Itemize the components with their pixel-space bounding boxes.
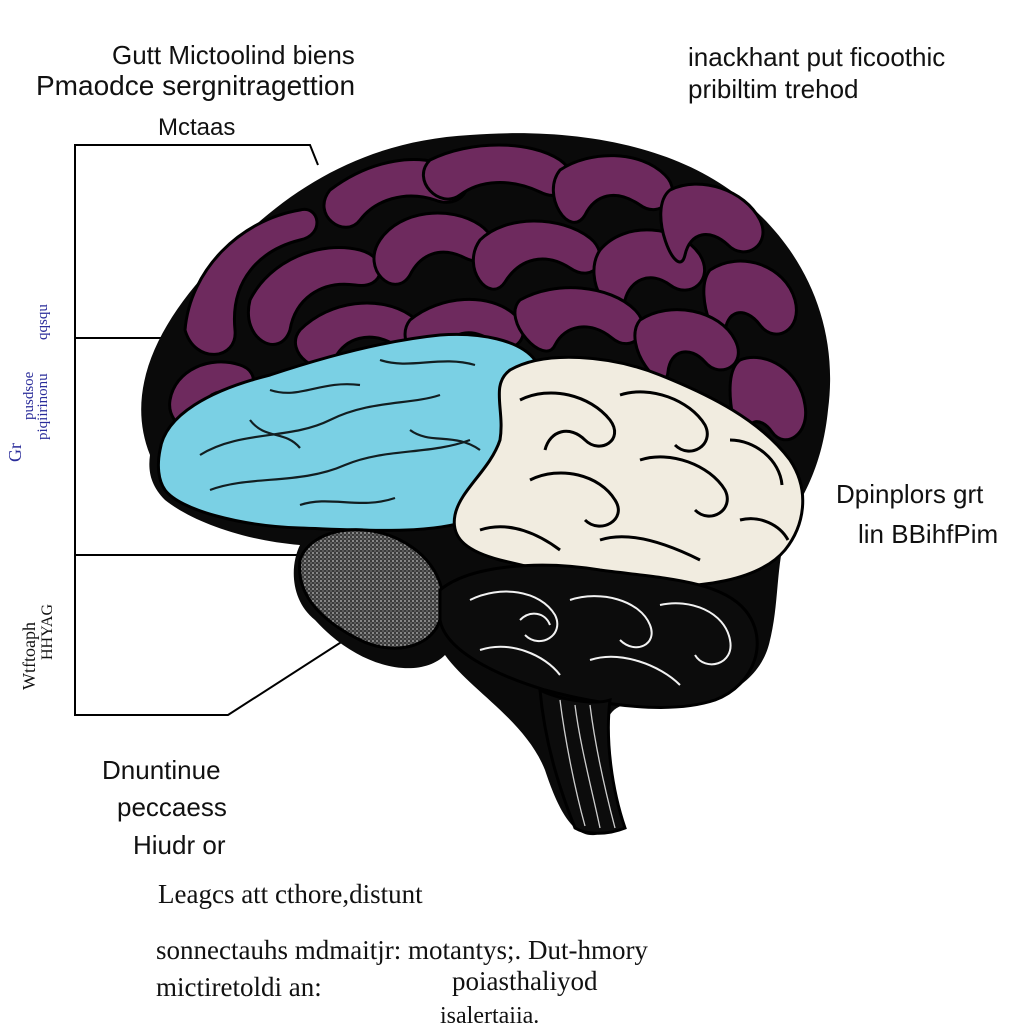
bottom-left-label-2: peccaess (117, 792, 227, 822)
top-right-label-2: pribiltim trehod (688, 74, 859, 104)
brainstem (538, 687, 627, 835)
footer-line-1: Leagcs att cthore,distunt (158, 879, 423, 909)
cerebellum-folds (469, 590, 732, 686)
side-label-blue-3: qqsqu (35, 304, 51, 340)
leader-line-top (74, 144, 319, 339)
side-label-blue-top: Gr (5, 443, 25, 462)
right-label-1: Dpinplors grt (836, 479, 984, 509)
temporal-gyri (199, 358, 481, 507)
title-line-1: Gutt Mictoolind biens (112, 40, 355, 70)
cerebellum (438, 563, 759, 709)
footer-line-2: sonnectauhs mdmaitjr: motantys;. Dut-hmo… (156, 935, 648, 965)
parietal-gyri (479, 390, 790, 562)
brainstem-fibers (559, 699, 616, 829)
title-line-2: Pmaodce sergnitragettion (36, 70, 356, 101)
title-line-3: Mctaas (158, 114, 236, 141)
leader-line-bottom (74, 555, 361, 716)
leader-lines (74, 144, 361, 716)
bottom-left-label-3: Hiudr or (133, 830, 226, 860)
footer-line-3: mictiretoldi an: (156, 972, 322, 1002)
side-label-blue-2: piqiirinonu (35, 373, 51, 440)
top-right-label-1: inackhant put ficoothic (688, 42, 946, 72)
footer-line-5: isalertaiia. (440, 1003, 540, 1029)
side-label-black-2: HHYAG (39, 604, 56, 660)
side-label-black-1: Wtftoaph (19, 622, 39, 690)
bottom-left-label-1: Dnuntinue (102, 755, 221, 785)
right-label-2: lin BBihfPim (858, 519, 999, 549)
footer-line-4: poiasthaliyod (452, 966, 598, 996)
